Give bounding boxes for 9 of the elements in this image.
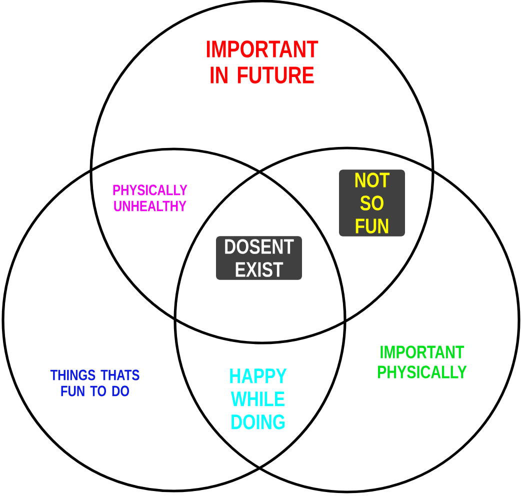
overlap-label: NOT SO FUN bbox=[339, 170, 405, 236]
region-label: THINGS THATS FUN TO DO bbox=[50, 370, 140, 396]
venn-circle bbox=[90, 0, 434, 344]
overlap-label: PHYSICALLY UNHEALTHY bbox=[113, 184, 188, 212]
venn-circle bbox=[2, 148, 346, 492]
overlap-label: HAPPY WHILE DOING bbox=[230, 368, 287, 430]
overlap-label: DOSENT EXIST bbox=[216, 236, 302, 280]
region-label: IMPORTANT PHYSICALLY bbox=[378, 346, 467, 378]
region-label: IMPORTANT IN FUTURE bbox=[206, 40, 318, 84]
